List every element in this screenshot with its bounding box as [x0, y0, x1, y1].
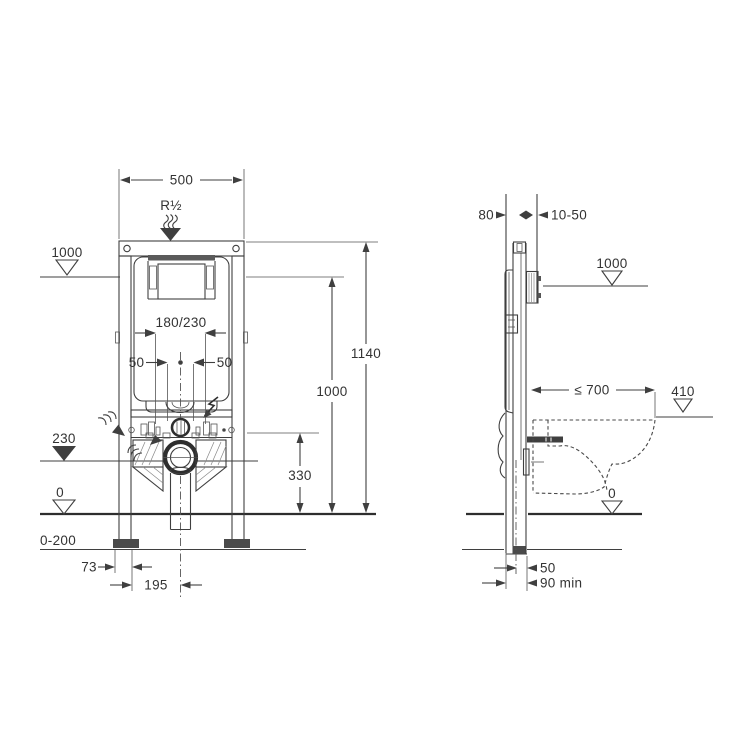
dim-front-1000: 1000 — [316, 384, 347, 399]
level-side-supply: 1000 — [543, 256, 648, 287]
dim-front-50-right: 50 — [217, 355, 233, 370]
water-flow-icon — [167, 214, 174, 229]
dim-frame-depth: 80 10-50 — [478, 208, 587, 223]
frame-right-rail — [231, 255, 245, 541]
dim-side-10-50: 10-50 — [551, 208, 587, 223]
flush-bend-inner — [171, 401, 190, 409]
frame-top-rail — [118, 240, 245, 257]
dim-outlet-height: 330 — [247, 432, 319, 513]
center-dot — [178, 360, 183, 365]
dim-front-195: 195 — [144, 578, 167, 593]
level-marker-open-icon — [51, 499, 77, 515]
wc-fixing — [522, 436, 563, 476]
frame-fixing-hole — [123, 244, 131, 253]
dim-front-width: 500 — [170, 173, 193, 188]
mounting-plate — [522, 448, 530, 476]
drain-collar — [169, 466, 192, 475]
dim-frame-height: 1140 — [246, 241, 381, 513]
supply-thread-label: R½ — [160, 198, 182, 213]
level-side-0: 0 — [608, 486, 616, 501]
frame-fixing-hole — [232, 244, 240, 253]
side-view: 80 10-50 1000 ≤ 700 410 — [462, 194, 713, 591]
threaded-rod — [527, 436, 563, 443]
flush-bend — [165, 401, 195, 414]
frame-cross-rail — [130, 409, 233, 418]
level-front-0: 0 — [56, 485, 64, 500]
flow-arrow-icon — [112, 424, 125, 436]
electric-bolt-icon — [203, 396, 219, 418]
level-marker-open-icon — [54, 259, 80, 276]
dim-outlet-distances: 50 90 min — [482, 553, 582, 591]
support-block-right — [195, 439, 228, 493]
dim-supply-height: 1000 — [246, 276, 347, 513]
level-front-230: 230 — [52, 431, 75, 446]
support-block-left — [131, 439, 164, 493]
dim-frame-width: 500 — [118, 169, 245, 239]
dim-bowl-depth: ≤ 700 — [531, 383, 656, 418]
water-inlet-arrow-left — [97, 411, 125, 436]
arrow-right-icon — [233, 176, 243, 184]
level-marker-open-icon — [600, 500, 624, 515]
level-marker-open-icon — [672, 398, 694, 413]
diamond-arrow-icon — [519, 210, 533, 220]
level-marker-filled-icon — [52, 446, 76, 461]
foot-plate — [512, 546, 526, 554]
drain-outlet — [162, 439, 199, 531]
dim-side-90min: 90 min — [540, 576, 582, 591]
connection-fittings — [128, 421, 235, 439]
water-flow-icon — [127, 444, 137, 454]
inspection-frame-top — [148, 255, 215, 261]
arrow-left-icon — [120, 176, 130, 184]
inspection-opening — [157, 263, 206, 300]
level-marker-open-icon — [600, 270, 624, 286]
foot-plate-left — [113, 539, 139, 548]
flow-arrow-icon — [150, 435, 162, 445]
dim-foot-offset: 73 — [81, 550, 152, 591]
water-flow-icon — [133, 452, 143, 462]
supply-arrow-down-icon — [160, 228, 181, 241]
outlet-bend — [497, 412, 506, 479]
dim-tank-connection: 180/230 — [135, 315, 226, 337]
dim-front-1140: 1140 — [351, 346, 381, 361]
flush-connector — [170, 417, 191, 438]
water-supply-connection: R½ — [160, 198, 182, 241]
floor-adjust-label: 0-200 — [40, 533, 76, 548]
rail-tab — [115, 331, 120, 344]
water-flow-icon — [102, 414, 112, 423]
water-flow-icon — [163, 214, 169, 230]
water-flow-icon — [172, 214, 178, 230]
water-flow-icon — [107, 411, 117, 420]
dim-side-50: 50 — [540, 561, 556, 576]
cistern-profile — [497, 269, 519, 479]
dim-outlet-offset: 195 — [110, 578, 202, 593]
level-front-1000: 1000 — [51, 245, 82, 260]
toilet-bowl-outline — [532, 419, 656, 495]
fixing-bracket — [504, 314, 519, 334]
dim-front-330: 330 — [288, 468, 311, 483]
inspection-clip — [149, 265, 157, 290]
frame-left-rail — [118, 255, 132, 541]
dim-side-80: 80 — [478, 208, 494, 223]
level-side-1000: 1000 — [596, 256, 627, 271]
level-side-rim: 410 — [656, 384, 713, 418]
dim-front-73: 73 — [81, 560, 97, 575]
water-flow-icon — [130, 448, 140, 458]
dim-front-50-left: 50 — [129, 355, 145, 370]
level-side-410: 410 — [671, 384, 694, 399]
dim-side-700: ≤ 700 — [574, 383, 609, 398]
level-side-floor: 0 — [600, 486, 624, 515]
front-view: 1000 230 0 0-200 — [40, 169, 381, 600]
frame-top-anchor — [512, 241, 527, 254]
dim-front-180-230: 180/230 — [156, 315, 207, 330]
inspection-clip — [206, 265, 214, 290]
actuator-opening — [525, 270, 541, 304]
dim-center-offsets: 50 50 — [129, 355, 233, 370]
rail-tab — [243, 331, 248, 344]
water-inlet-arrow-inner — [127, 435, 162, 462]
foot-plate-right — [224, 539, 250, 548]
water-flow-icon — [97, 417, 107, 426]
